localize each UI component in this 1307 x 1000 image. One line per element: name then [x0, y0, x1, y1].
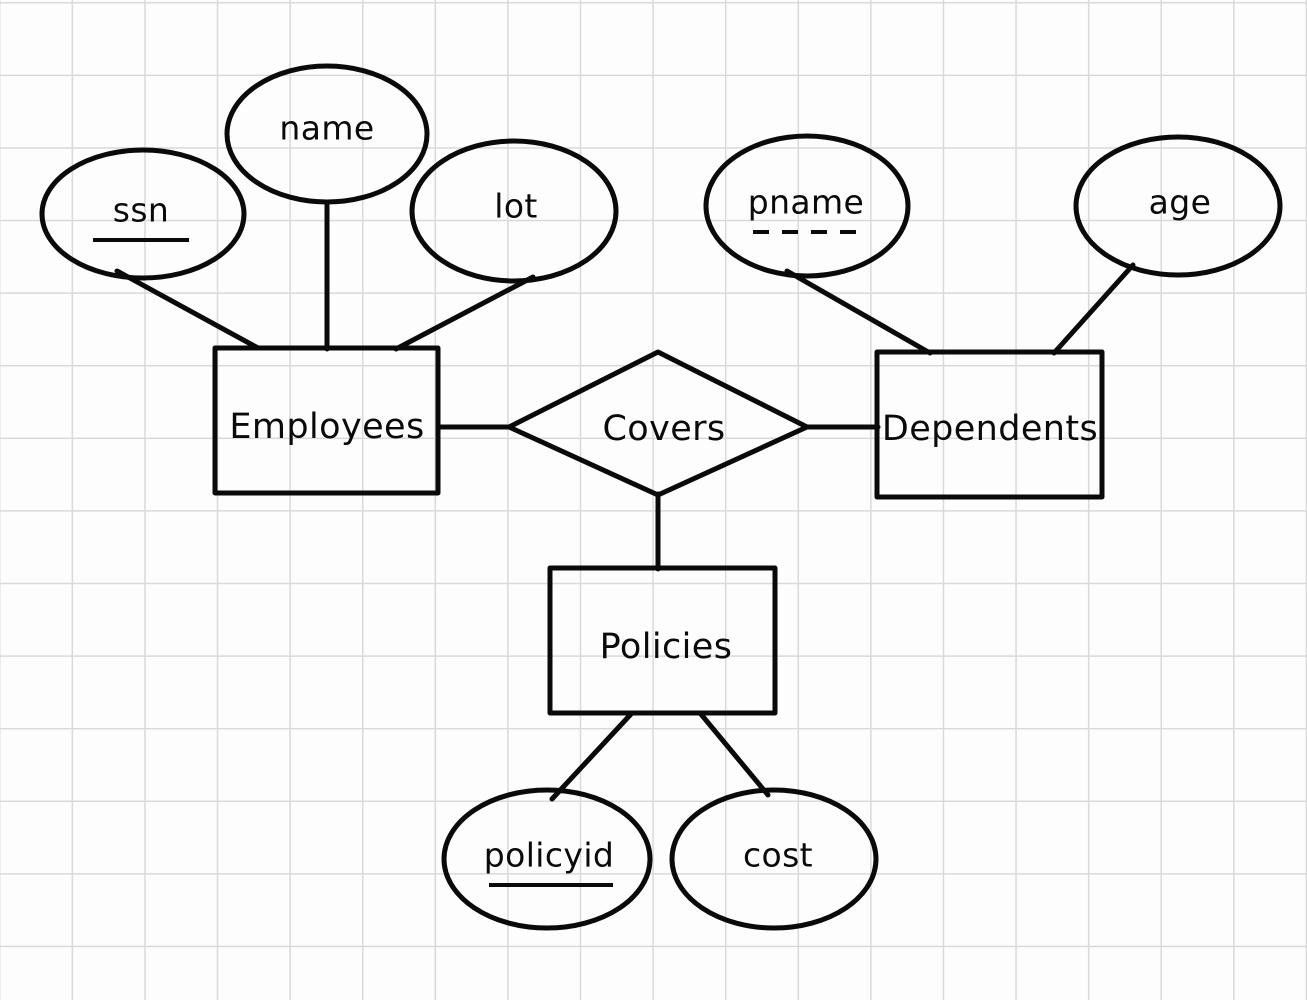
attribute-label-pname: pname: [748, 183, 865, 222]
entity-policies[interactable]: Policies: [547, 565, 778, 716]
attribute-ellipse-pname[interactable]: [703, 133, 911, 279]
entity-label-policies: Policies: [600, 627, 733, 667]
attribute-pname[interactable]: pname: [703, 133, 911, 279]
edge-age-dependents: [1051, 262, 1136, 356]
attribute-ellipse-policyid[interactable]: [441, 787, 653, 931]
attribute-lot[interactable]: lot: [409, 138, 619, 284]
entity-box-policies[interactable]: [547, 565, 778, 716]
attribute-label-lot: lot: [494, 187, 538, 226]
attribute-label-ssn: ssn: [113, 191, 170, 230]
attribute-ellipse-name[interactable]: [224, 63, 430, 205]
relationship-covers[interactable]: Covers: [506, 349, 810, 498]
attribute-ssn[interactable]: ssn: [39, 147, 247, 281]
entity-employees[interactable]: Employees: [212, 345, 441, 496]
edge-pname-dependents: [784, 268, 933, 356]
entity-label-dependents: Dependents: [882, 409, 1098, 449]
attribute-ellipse-age[interactable]: [1073, 134, 1283, 278]
edge-lot-employees: [393, 274, 536, 352]
attribute-label-name: name: [279, 109, 374, 148]
attribute-label-cost: cost: [743, 836, 813, 875]
attribute-ellipse-cost[interactable]: [669, 787, 879, 931]
attribute-label-age: age: [1149, 183, 1212, 222]
relationship-label-covers: Covers: [602, 409, 725, 449]
attribute-ellipse-ssn[interactable]: [39, 147, 247, 281]
edge-group: [114, 199, 1136, 802]
attribute-cost[interactable]: cost: [669, 787, 879, 931]
entity-box-employees[interactable]: [212, 345, 441, 496]
entity-label-employees: Employees: [229, 407, 424, 447]
edge-ssn-employees: [114, 268, 261, 351]
entity-box-dependents[interactable]: [874, 349, 1105, 500]
attribute-ellipse-lot[interactable]: [409, 138, 619, 284]
edge-policies-cost: [697, 710, 771, 798]
entity-dependents[interactable]: Dependents: [874, 349, 1105, 500]
attribute-policyid[interactable]: policyid: [441, 787, 653, 931]
relationship-diamond-covers[interactable]: [506, 349, 810, 498]
edge-policies-policyid: [549, 710, 635, 802]
attribute-label-policyid: policyid: [484, 836, 614, 875]
attribute-name[interactable]: name: [224, 63, 430, 205]
attribute-age[interactable]: age: [1073, 134, 1283, 278]
